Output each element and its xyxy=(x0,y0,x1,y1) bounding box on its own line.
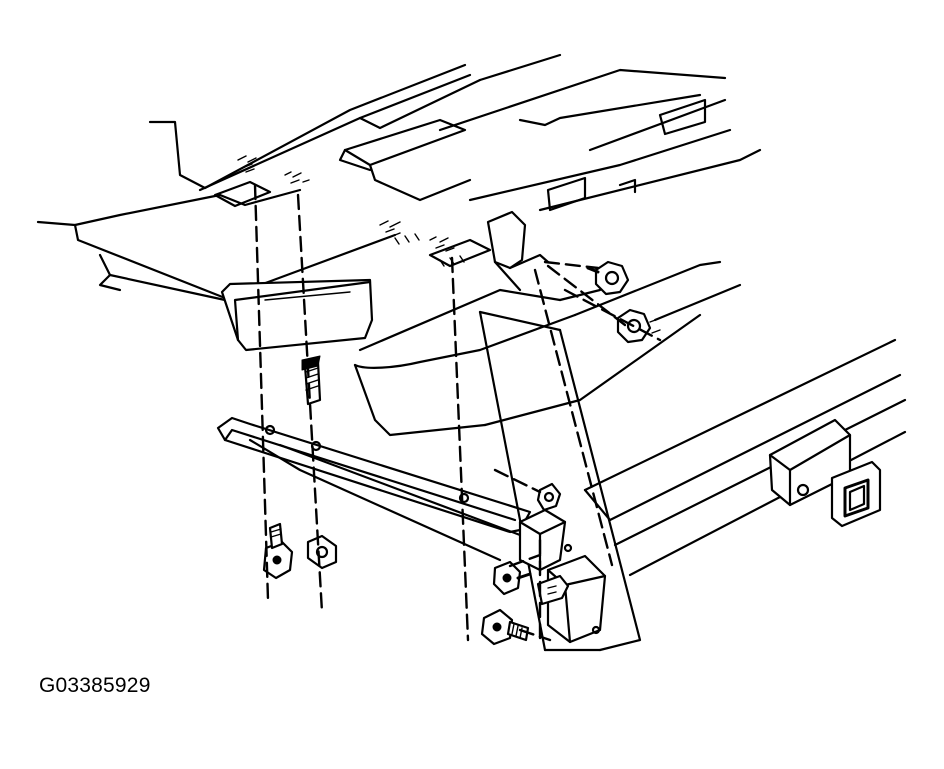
washer-nut-icon xyxy=(616,308,661,344)
nut-icon xyxy=(536,482,562,512)
flange-bolt-icon xyxy=(262,522,294,580)
assembly-lines xyxy=(253,183,662,647)
body-mount-bracket xyxy=(486,210,550,292)
bolt-icon xyxy=(480,608,530,646)
nut-icon xyxy=(586,260,630,296)
valance-panel xyxy=(353,260,742,437)
figure-id-label: G03385929 xyxy=(39,674,151,697)
hitch-receiver-tube xyxy=(583,338,907,577)
flange-nut-icon xyxy=(306,534,338,570)
bolt-icon xyxy=(301,355,322,406)
upper-bracket xyxy=(220,278,374,352)
vertical-brace xyxy=(478,310,642,652)
skid-plate xyxy=(216,416,532,562)
upper-right-fasteners xyxy=(586,260,661,344)
vehicle-underbody xyxy=(36,53,762,302)
bolt-icon xyxy=(492,560,532,596)
lower-hitch-bracket xyxy=(518,508,607,644)
